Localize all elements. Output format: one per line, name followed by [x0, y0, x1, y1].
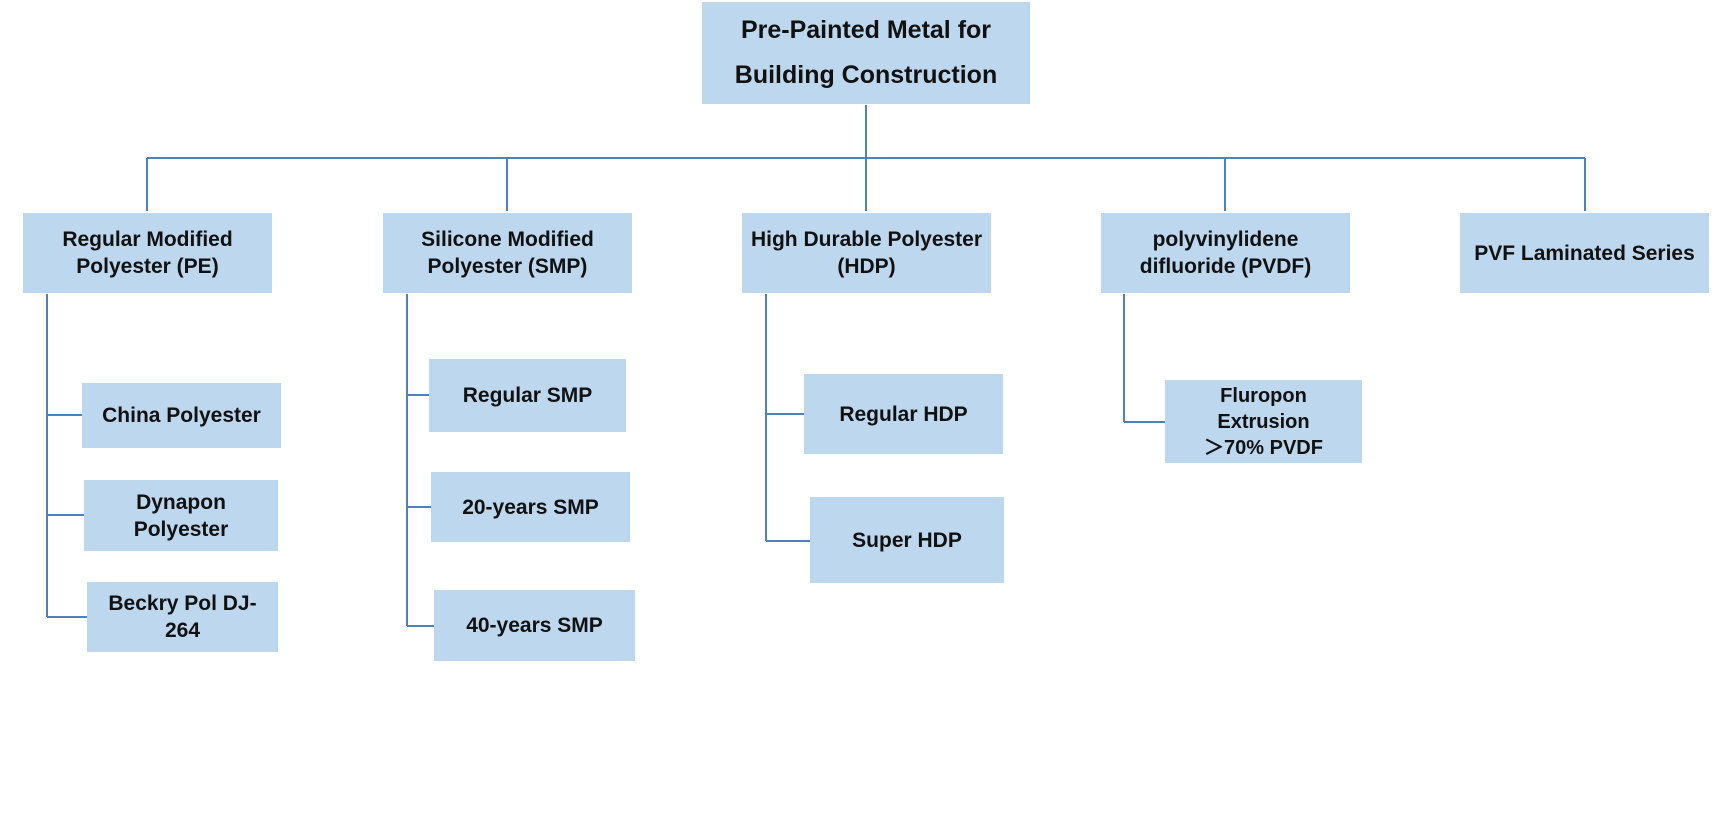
- pvdf-child-1-line-1: Fluropon: [1220, 384, 1307, 407]
- root-title-line-1: Pre-Painted Metal for: [740, 16, 992, 44]
- category-smp-line-1: Silicone Modified: [421, 228, 594, 251]
- hdp-child-1-label: Regular HDP: [839, 402, 968, 426]
- pe-child-beckry-pol: Beckry Pol DJ-264: [87, 582, 278, 652]
- category-smp-line-2: Polyester (SMP): [427, 255, 588, 278]
- pe-child-2-line-2: Polyester: [133, 517, 229, 541]
- category-pvdf-line-2: difluoride (PVDF): [1139, 255, 1312, 278]
- smp-child-40-years: 40-years SMP: [434, 590, 635, 661]
- pe-child-2-line-1: Dynapon: [136, 490, 226, 514]
- category-hdp: High Durable Polyester (HDP): [742, 213, 991, 293]
- category-pe-line-1: Regular Modified: [62, 228, 233, 251]
- category-smp: Silicone Modified Polyester (SMP): [383, 213, 632, 293]
- hdp-child-regular: Regular HDP: [804, 374, 1003, 454]
- pvdf-child-fluropon: Fluropon Extrusion ＞70% PVDF: [1165, 380, 1362, 463]
- category-hdp-line-2: (HDP): [837, 255, 896, 278]
- category-pvdf: polyvinylidene difluoride (PVDF): [1101, 213, 1350, 293]
- category-pvdf-line-1: polyvinylidene: [1152, 228, 1299, 251]
- pe-child-china-polyester: China Polyester: [82, 383, 281, 448]
- pvdf-child-1-line-2: Extrusion: [1217, 410, 1310, 433]
- category-hdp-line-1: High Durable Polyester: [750, 228, 983, 251]
- smp-child-2-label: 20-years SMP: [462, 495, 599, 519]
- smp-child-regular: Regular SMP: [429, 359, 626, 432]
- root-node: Pre-Painted Metal for Building Construct…: [702, 2, 1030, 104]
- hdp-child-2-label: Super HDP: [852, 528, 962, 552]
- category-pvf-line-1: PVF Laminated Series: [1474, 241, 1695, 265]
- smp-child-3-label: 40-years SMP: [466, 614, 603, 637]
- category-pe: Regular Modified Polyester (PE): [23, 213, 272, 293]
- category-pvf: PVF Laminated Series: [1460, 213, 1709, 293]
- category-pe-line-2: Polyester (PE): [76, 255, 219, 278]
- root-title-line-2: Building Construction: [734, 61, 998, 89]
- pe-child-3-label: Beckry Pol DJ-264: [108, 592, 257, 642]
- smp-child-20-years: 20-years SMP: [431, 472, 630, 542]
- hdp-child-super: Super HDP: [810, 497, 1004, 583]
- pvdf-child-1-line-3: ＞70% PVDF: [1204, 436, 1323, 459]
- smp-child-1-label: Regular SMP: [462, 384, 593, 407]
- pe-child-dynapon-polyester: Dynapon Polyester: [84, 480, 278, 551]
- pe-child-1-label: China Polyester: [102, 404, 261, 427]
